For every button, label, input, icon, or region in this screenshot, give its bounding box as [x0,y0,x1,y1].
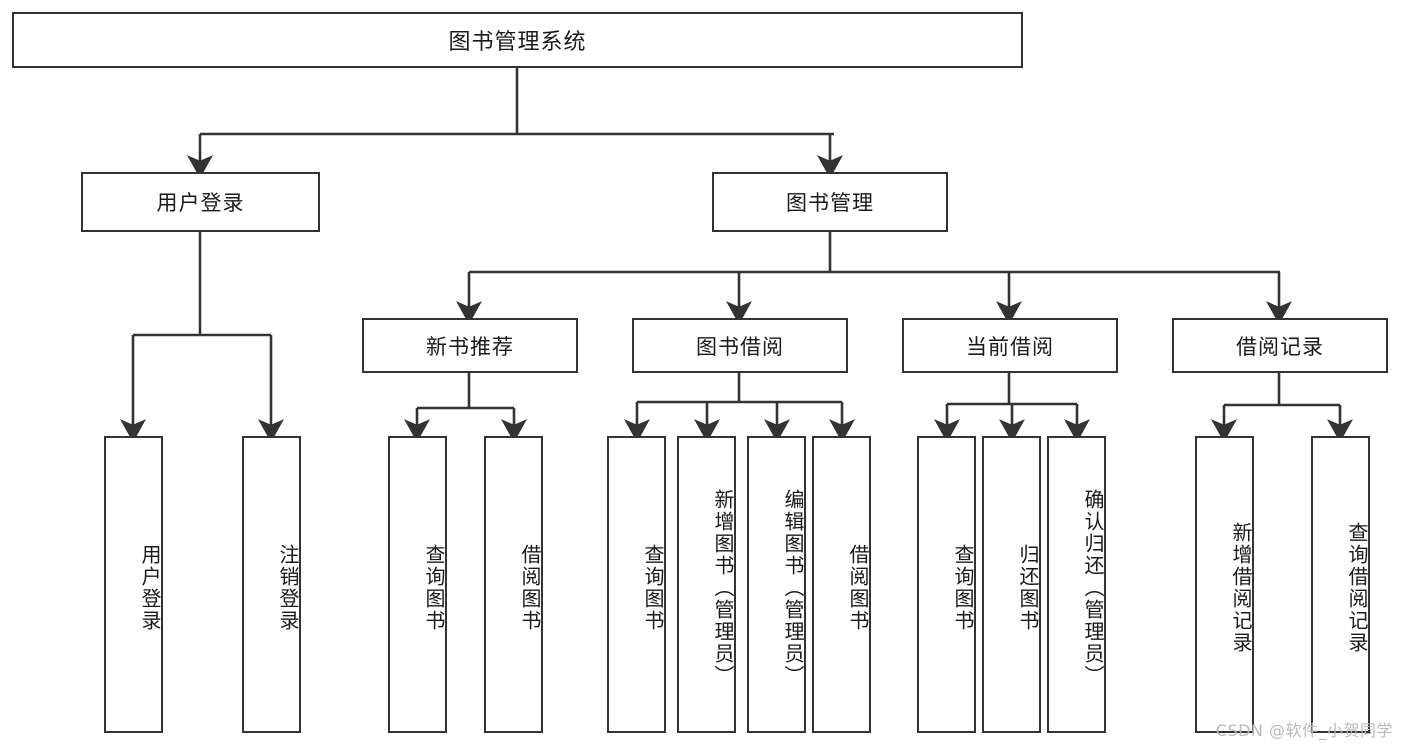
node-leaf-add-book[interactable]: 新增图书（管理员） [677,436,736,733]
node-leaf-borrow-book-2-label: 借阅图书 [846,543,870,632]
node-leaf-borrow-book-2[interactable]: 借阅图书 [812,436,871,733]
node-leaf-add-book-label: 新增图书（管理员） [711,488,735,687]
node-leaf-query-book-2[interactable]: 查询图书 [607,436,666,733]
node-leaf-logout-login[interactable]: 注销登录 [242,436,301,733]
node-leaf-borrow-book-1[interactable]: 借阅图书 [484,436,543,733]
node-book-management[interactable]: 图书管理 [712,172,948,232]
node-leaf-return-book-label: 归还图书 [1016,543,1040,632]
node-borrow-record-label: 借阅记录 [1236,334,1324,359]
node-current-borrow-label: 当前借阅 [966,334,1054,359]
watermark: CSDN @软件_小贺同学 [1215,721,1393,740]
node-borrow-record[interactable]: 借阅记录 [1172,318,1388,373]
node-leaf-confirm-return-label: 确认归还（管理员） [1081,488,1105,687]
node-leaf-query-record-label: 查询借阅记录 [1345,521,1369,654]
node-leaf-query-record[interactable]: 查询借阅记录 [1311,436,1370,733]
node-leaf-return-book[interactable]: 归还图书 [982,436,1041,733]
node-leaf-user-login[interactable]: 用户登录 [104,436,163,733]
node-current-borrow[interactable]: 当前借阅 [902,318,1118,373]
node-leaf-query-book-1-label: 查询图书 [422,543,446,632]
node-new-book-recommend[interactable]: 新书推荐 [362,318,578,373]
node-leaf-logout-login-label: 注销登录 [276,543,300,632]
node-leaf-user-login-label: 用户登录 [138,543,162,632]
node-new-book-recommend-label: 新书推荐 [426,334,514,359]
node-leaf-confirm-return[interactable]: 确认归还（管理员） [1047,436,1106,733]
node-leaf-add-record-label: 新增借阅记录 [1229,521,1253,654]
node-root[interactable]: 图书管理系统 [12,12,1023,68]
node-leaf-query-book-3[interactable]: 查询图书 [917,436,976,733]
node-leaf-query-book-2-label: 查询图书 [641,543,665,632]
node-user-login-label: 用户登录 [156,191,245,215]
node-user-login[interactable]: 用户登录 [81,172,320,232]
node-leaf-add-record[interactable]: 新增借阅记录 [1195,436,1254,733]
node-root-label: 图书管理系统 [448,30,587,55]
node-leaf-query-book-3-label: 查询图书 [951,543,975,632]
node-leaf-borrow-book-1-label: 借阅图书 [518,543,542,632]
node-book-borrow[interactable]: 图书借阅 [632,318,848,373]
node-book-management-label: 图书管理 [786,191,874,215]
node-leaf-edit-book-label: 编辑图书（管理员） [781,488,805,687]
node-book-borrow-label: 图书借阅 [696,334,784,359]
node-leaf-query-book-1[interactable]: 查询图书 [388,436,447,733]
node-leaf-edit-book[interactable]: 编辑图书（管理员） [747,436,806,733]
